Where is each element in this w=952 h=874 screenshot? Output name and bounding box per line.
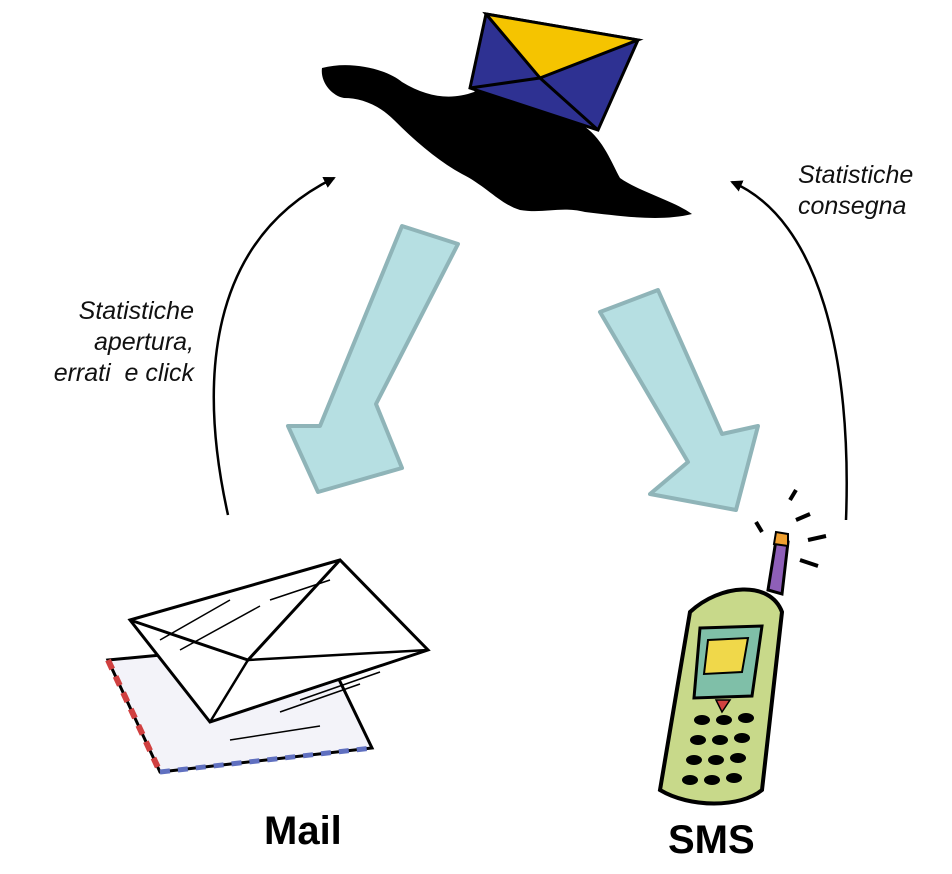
caption-line: errati e click <box>53 359 194 387</box>
phone-ring-lines <box>754 488 827 568</box>
goose-silhouette <box>321 65 692 218</box>
feedback-arrow-sms <box>730 180 848 521</box>
caption-line: Statistiche <box>798 161 914 189</box>
phone-screen <box>702 636 750 676</box>
caption-line: consegna <box>798 192 907 220</box>
envelope-top-fold <box>208 648 429 723</box>
phone-antenna <box>766 538 790 596</box>
mail-label: Mail <box>264 809 342 853</box>
goose-envelope-icon <box>321 11 692 218</box>
phone-keypad <box>682 713 754 785</box>
sms-label: SMS <box>668 818 755 862</box>
feedback-arrow-mail <box>212 176 336 516</box>
caption-line: apertura, <box>93 328 194 356</box>
arrow-to-sms <box>598 288 760 512</box>
envelope-hatching <box>159 579 381 741</box>
envelopes-icon <box>105 558 431 775</box>
mail-feedback-caption: Statistiche apertura, errati e click <box>0 296 194 389</box>
sms-feedback-caption: Statistiche consegna <box>798 160 952 222</box>
arrow-to-mail <box>286 224 460 494</box>
phone-softkey-red <box>714 699 732 714</box>
envelope-bottom-stripe <box>105 658 163 774</box>
envelope-flap <box>482 11 644 80</box>
mobile-phone-icon <box>657 488 827 806</box>
envelope-fold <box>469 76 600 132</box>
caption-line: Statistiche <box>78 297 194 325</box>
phone-antenna-tip <box>772 530 789 548</box>
